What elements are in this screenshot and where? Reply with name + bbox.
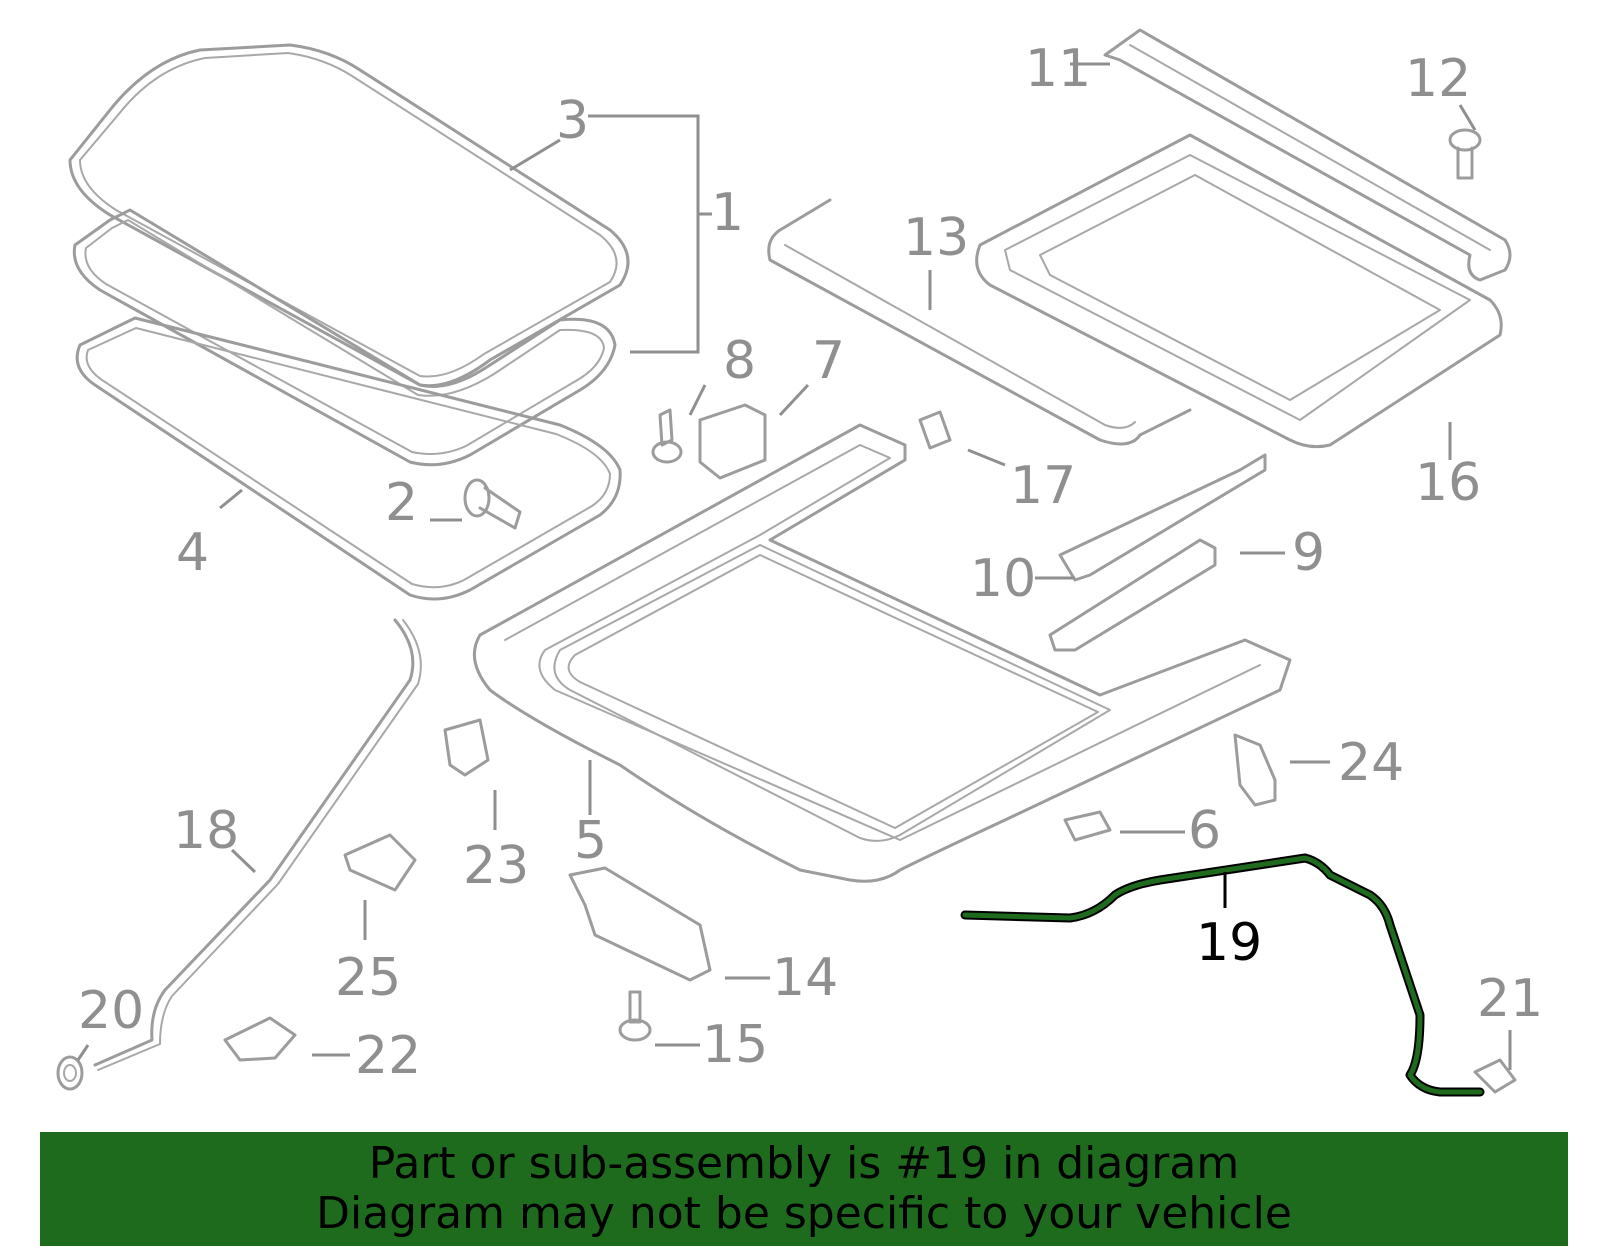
bracket-7-part [698,403,767,480]
clip-24-part [1233,733,1277,807]
glass-seal-part [72,208,617,467]
footer-line-disclaimer: Diagram may not be specific to your vehi… [316,1188,1292,1239]
clip-17-part [918,410,952,450]
callout-21: 21 [1477,969,1543,1029]
callout-22: 22 [355,1026,421,1086]
callout-17: 17 [1010,456,1076,516]
sliding-panel-16-part [975,133,1503,449]
callout-7: 7 [812,331,845,391]
callout-8: 8 [723,331,756,391]
bracket-22-part [223,1016,297,1062]
callout-18: 18 [173,801,239,861]
callout-16: 16 [1415,453,1481,513]
bolt-12-part [1448,128,1482,180]
callout-2: 2 [385,473,418,533]
deflector-frame-part [75,316,622,601]
arm-9-part [1048,538,1217,652]
callout-15: 15 [702,1015,768,1075]
bolt-15-part [618,990,652,1042]
guide-10-part [1058,453,1267,582]
callout-19: 19 [1196,913,1262,973]
clip-23-part [443,718,490,777]
leader-lines [76,62,1512,1070]
bolt-2-part [463,478,522,530]
drain-hose-19-highlighted-part[interactable] [960,853,1485,1097]
sunshade-13-part [767,198,1192,446]
callout-14: 14 [772,948,838,1008]
callout-4: 4 [176,523,209,583]
callout-10: 10 [970,549,1036,609]
grommet-20-part [56,1055,84,1091]
bracket-14-part [568,866,712,982]
nut-6-part [1063,810,1112,842]
footer-line-part-number: Part or sub-assembly is #19 in diagram [368,1138,1240,1189]
rail-11-part [1103,28,1512,282]
callout-labels: 1 2 3 4 5 6 7 8 9 10 11 12 13 14 15 16 1… [78,39,1543,1086]
drain-hose-18-part [93,618,422,1071]
glass-panel-part [68,43,630,388]
sunroof-frame-part [472,423,1292,883]
callout-9: 9 [1292,523,1325,583]
callout-11: 11 [1025,39,1091,99]
callout-5: 5 [574,811,607,871]
callout-24: 24 [1338,733,1404,793]
footer-banner: Part or sub-assembly is #19 in diagram D… [40,1132,1568,1246]
callout-3: 3 [556,91,589,151]
callout-12: 12 [1405,49,1471,109]
callout-23: 23 [463,836,529,896]
motor-25-part [343,833,417,892]
callout-25: 25 [335,948,401,1008]
grommet-21-part [1473,1058,1517,1094]
bolt-8-part [651,408,683,464]
callout-20: 20 [78,981,144,1041]
callout-6: 6 [1188,801,1221,861]
callout-13: 13 [903,208,969,268]
callout-1: 1 [711,183,744,243]
